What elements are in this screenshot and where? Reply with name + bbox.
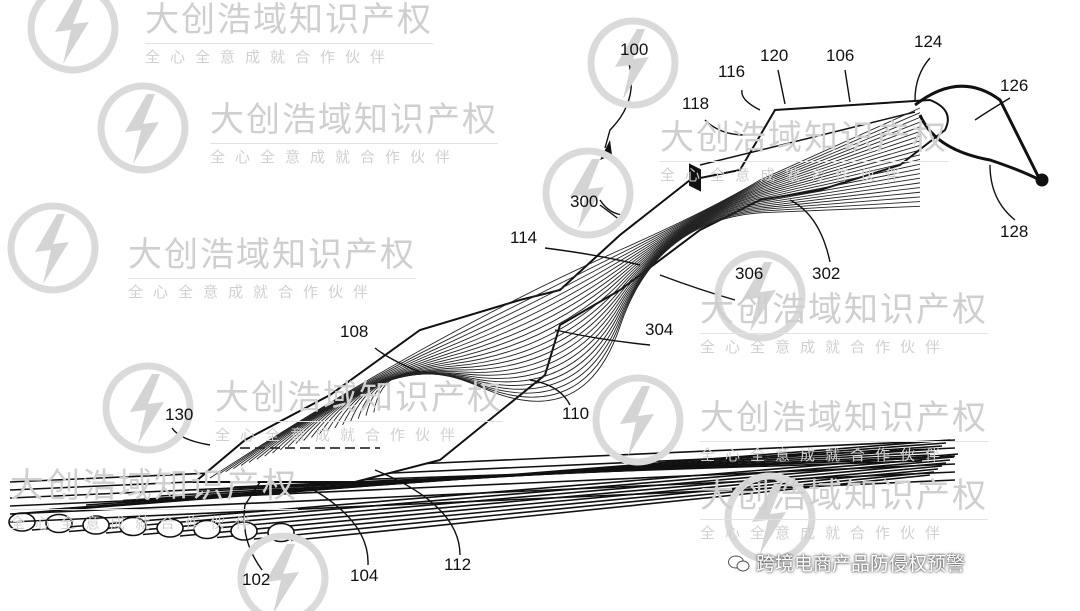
rod-end [267, 522, 295, 543]
ref-124: 124 [914, 32, 943, 51]
rod-end [119, 516, 147, 537]
rod-edge [216, 468, 939, 539]
ref-130: 130 [165, 405, 194, 424]
wechat-account-name: 跨境电商产品防侵权预警 [756, 553, 966, 575]
grain-line [217, 112, 921, 476]
grain-line [373, 205, 921, 413]
ref-116: 116 [718, 62, 746, 81]
ref-110: 110 [562, 404, 590, 423]
ref-306: 306 [735, 264, 764, 283]
ref-112: 112 [444, 555, 472, 574]
ref-104: 104 [350, 566, 379, 585]
rod-edge [105, 459, 951, 534]
grain-line [248, 130, 921, 463]
ref-126: 126 [1000, 76, 1029, 95]
cord [914, 84, 1049, 187]
ref-300: 300 [570, 192, 599, 211]
ref-106: 106 [826, 46, 855, 65]
grain-line [349, 191, 921, 423]
rod [9, 455, 956, 499]
rod-bundle [8, 439, 959, 543]
grain-line [357, 196, 921, 419]
paddle-head-end [689, 163, 701, 192]
rod [9, 439, 956, 483]
grain-line [225, 116, 921, 473]
grain-line [365, 201, 921, 416]
rod-end [82, 515, 110, 535]
ref-128: 128 [1000, 222, 1029, 241]
ref-114: 114 [510, 228, 538, 247]
ref-120: 120 [760, 46, 789, 65]
grain-line [209, 107, 921, 479]
ref-100: 100 [620, 40, 649, 59]
grain-line [240, 126, 921, 466]
rod [9, 463, 956, 507]
wood-grain [209, 107, 921, 479]
rod-end [156, 518, 184, 538]
grain-line [233, 121, 921, 470]
rod-edge [253, 471, 935, 540]
ref-304: 304 [645, 320, 674, 339]
rod-end [193, 519, 221, 540]
rod-end [45, 513, 73, 534]
wechat-account-badge: 跨境电商产品防侵权预警 [728, 552, 965, 576]
ref-102: 102 [242, 570, 271, 589]
ref-302: 302 [812, 264, 841, 283]
wechat-icon [728, 555, 750, 572]
rod [9, 447, 956, 491]
rod-edge [68, 456, 955, 533]
ref-108: 108 [340, 322, 369, 341]
ref-118: 118 [682, 94, 710, 113]
